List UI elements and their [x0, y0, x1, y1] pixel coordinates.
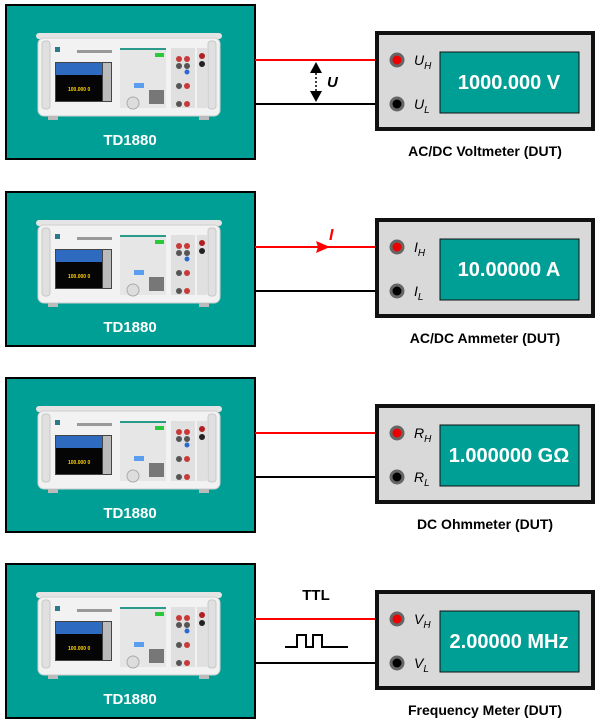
low-terminal-label: RL — [414, 469, 430, 489]
terminal-subscript: L — [423, 664, 429, 675]
low-terminal-label: VL — [414, 655, 429, 675]
arrow-down-icon — [310, 91, 322, 102]
dut-label: AC/DC Ammeter (DUT) — [410, 330, 560, 346]
dut-label: Frequency Meter (DUT) — [408, 702, 562, 718]
low-terminal-label: IL — [414, 283, 423, 303]
source-label: TD1880 — [103, 132, 156, 149]
high-terminal[interactable] — [389, 611, 405, 627]
arrow-up-icon — [310, 62, 322, 73]
high-terminal[interactable] — [389, 425, 405, 441]
terminal-letter: V — [414, 611, 425, 627]
terminal-letter: U — [414, 52, 425, 68]
low-terminal[interactable] — [389, 283, 405, 299]
source-label: TD1880 — [103, 319, 156, 336]
terminal-letter: R — [414, 469, 424, 485]
dut-reading: 2.00000 MHz — [450, 631, 569, 653]
terminal-letter: R — [414, 425, 424, 441]
td1880-instrument-image — [35, 219, 223, 308]
dut-display — [439, 424, 580, 487]
dut-reading: 1000.000 V — [458, 72, 561, 94]
terminal-subscript: L — [424, 478, 430, 489]
terminal-subscript: H — [424, 61, 432, 72]
high-terminal-label: RH — [414, 425, 432, 445]
voltage-symbol: U — [327, 74, 339, 91]
instrument-screen-reading: 100.000 0 — [68, 274, 90, 280]
dut-display — [439, 51, 580, 114]
terminal-subscript: L — [424, 105, 430, 116]
low-terminal[interactable] — [389, 655, 405, 671]
square-wave-icon — [285, 634, 348, 648]
low-terminal[interactable] — [389, 96, 405, 112]
high-terminal-label: UH — [414, 52, 432, 72]
td1880-instrument-image — [35, 591, 223, 680]
ttl-label: TTL — [302, 587, 330, 604]
high-terminal-label: IH — [414, 239, 426, 259]
terminal-subscript: H — [423, 620, 431, 631]
high-terminal[interactable] — [389, 52, 405, 68]
terminal-letter: V — [414, 655, 425, 671]
instrument-screen-reading: 100.000 0 — [68, 87, 90, 93]
terminal-subscript: H — [418, 248, 426, 259]
instrument-screen-reading: 100.000 0 — [68, 460, 90, 466]
high-terminal[interactable] — [389, 239, 405, 255]
dut-display — [439, 610, 580, 673]
terminal-subscript: H — [424, 434, 432, 445]
td1880-instrument-image — [35, 32, 223, 121]
terminal-letter: I — [414, 283, 418, 299]
low-terminal-label: UL — [414, 96, 430, 116]
dut-label: AC/DC Voltmeter (DUT) — [408, 143, 562, 159]
current-symbol: I — [329, 227, 334, 244]
td1880-instrument-image — [35, 405, 223, 494]
dut-display — [439, 238, 580, 301]
dut-reading: 1.000000 GΩ — [449, 445, 570, 467]
terminal-letter: I — [414, 239, 418, 255]
dut-label: DC Ohmmeter (DUT) — [417, 516, 553, 532]
terminal-subscript: L — [418, 292, 424, 303]
terminal-letter: U — [414, 96, 425, 112]
current-arrow-icon — [316, 241, 330, 253]
high-terminal-label: VH — [414, 611, 431, 631]
low-terminal[interactable] — [389, 469, 405, 485]
source-label: TD1880 — [103, 691, 156, 708]
source-label: TD1880 — [103, 505, 156, 522]
instrument-screen-reading: 100.000 0 — [68, 646, 90, 652]
dut-reading: 10.00000 A — [458, 259, 561, 281]
